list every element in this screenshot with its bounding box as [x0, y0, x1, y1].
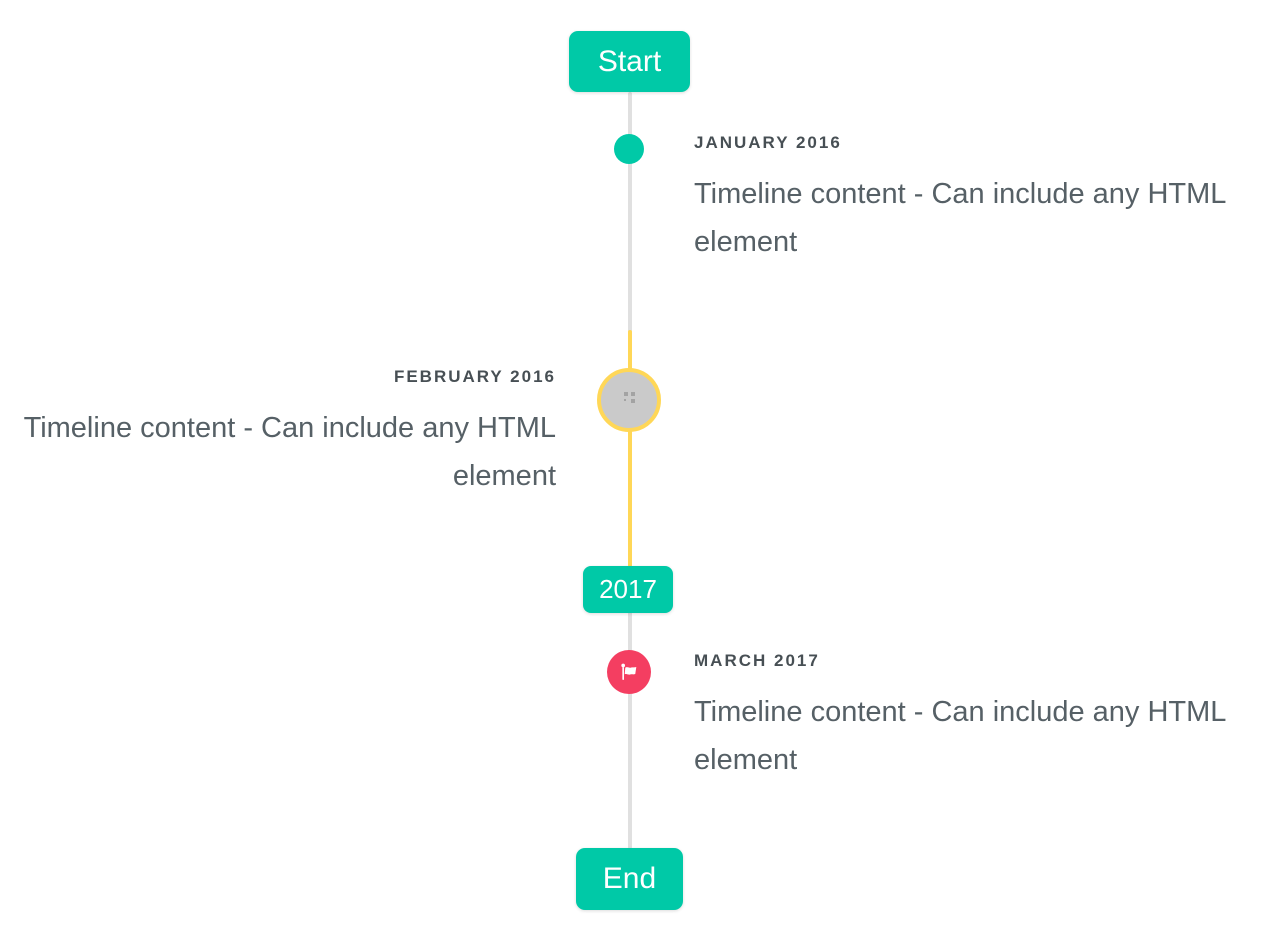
start-badge[interactable]: Start — [569, 31, 690, 92]
broken-image-icon — [621, 391, 638, 409]
timeline-highlight-segment — [628, 330, 632, 567]
end-badge-label: End — [602, 862, 657, 895]
event-content: Timeline content - Can include any HTML … — [23, 412, 556, 492]
event-marker-february[interactable] — [597, 368, 661, 432]
event-marker-march[interactable] — [607, 650, 651, 694]
timeline-event-february: FEBRUARY 2016 Timeline content - Can inc… — [0, 366, 556, 500]
year-badge-label: 2017 — [599, 574, 657, 604]
event-marker-january[interactable] — [614, 134, 644, 164]
event-date: JANUARY 2016 — [694, 133, 842, 152]
end-badge[interactable]: End — [576, 848, 683, 910]
event-date: FEBRUARY 2016 — [393, 367, 556, 386]
timeline-event-january: JANUARY 2016 Timeline content - Can incl… — [694, 132, 1254, 266]
start-badge-label: Start — [597, 44, 662, 78]
timeline-event-march: MARCH 2017 Timeline content - Can includ… — [694, 650, 1254, 784]
event-content: Timeline content - Can include any HTML … — [694, 178, 1226, 258]
year-badge[interactable]: 2017 — [583, 566, 673, 613]
event-content: Timeline content - Can include any HTML … — [694, 696, 1226, 776]
flag-icon — [618, 661, 641, 684]
event-date: MARCH 2017 — [694, 651, 820, 670]
